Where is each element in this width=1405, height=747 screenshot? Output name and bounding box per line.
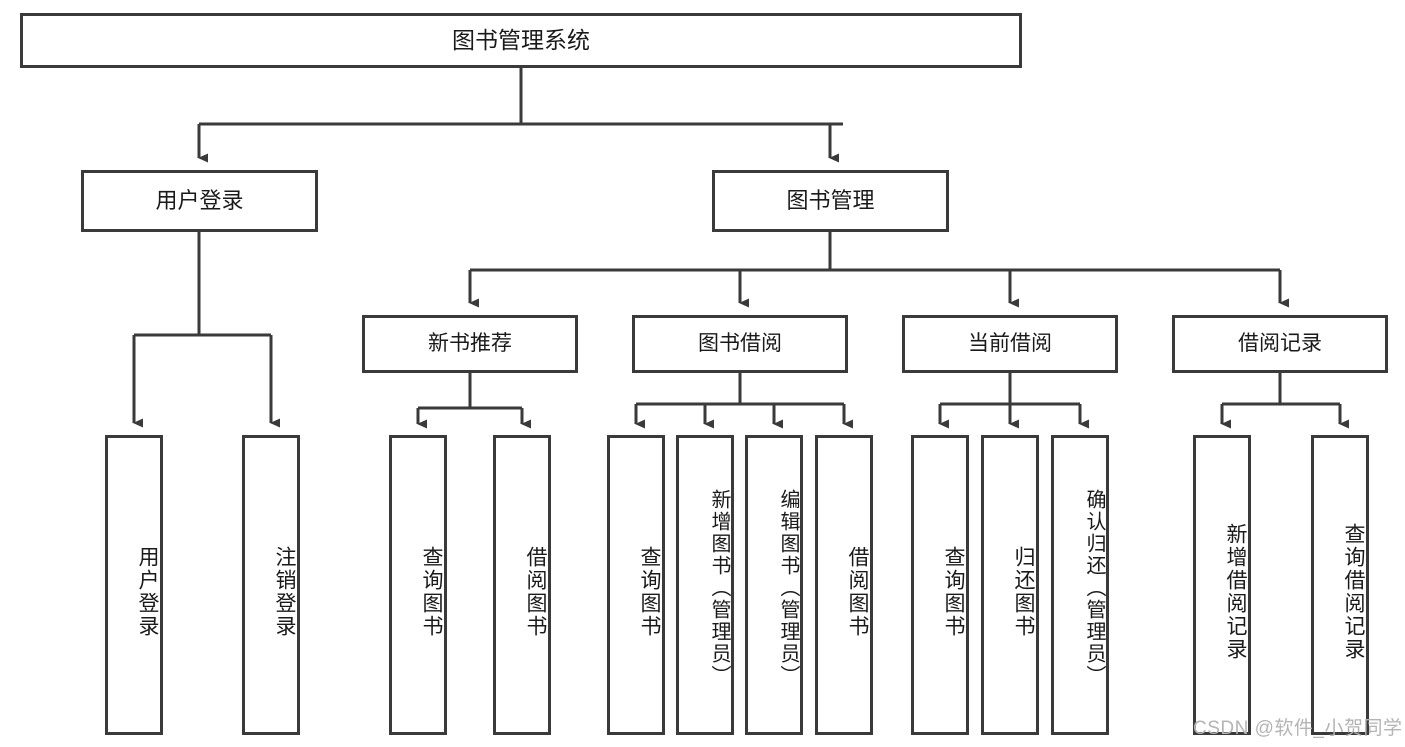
leaf-book-borrow-add[interactable]: 新增图书（管理员） [676, 435, 734, 735]
node-label: 查询图书 [420, 546, 443, 638]
node-book-borrow[interactable]: 图书借阅 [632, 315, 848, 373]
node-label: 当前借阅 [968, 331, 1052, 355]
node-label: 图书管理系统 [452, 27, 590, 54]
node-label: 确认归还（管理员） [1083, 489, 1105, 687]
leaf-current-borrow-return[interactable]: 归还图书 [981, 435, 1039, 735]
node-label: 编辑图书（管理员） [777, 489, 799, 687]
leaf-new-book-borrow[interactable]: 借阅图书 [493, 435, 551, 735]
node-label: 新书推荐 [428, 331, 512, 355]
leaf-current-borrow-confirm-return[interactable]: 确认归还（管理员） [1051, 435, 1109, 735]
node-label: 新增借阅记录 [1224, 523, 1247, 661]
node-label: 查询图书 [942, 546, 965, 638]
leaf-user-login-logout[interactable]: 注销登录 [242, 435, 300, 735]
leaf-new-book-query[interactable]: 查询图书 [389, 435, 447, 735]
leaf-current-borrow-query[interactable]: 查询图书 [911, 435, 969, 735]
node-new-book-recommend[interactable]: 新书推荐 [362, 315, 578, 373]
csdn-watermark: CSDN @软件_小贺同学 [1193, 718, 1403, 739]
node-label: 借阅图书 [846, 546, 869, 638]
leaf-borrow-record-query[interactable]: 查询借阅记录 [1311, 435, 1369, 735]
node-label: 查询借阅记录 [1342, 523, 1365, 661]
leaf-book-borrow-edit[interactable]: 编辑图书（管理员） [745, 435, 803, 735]
leaf-book-borrow-borrow[interactable]: 借阅图书 [815, 435, 873, 735]
node-label: 借阅记录 [1238, 331, 1322, 355]
node-label: 借阅图书 [524, 546, 547, 638]
leaf-borrow-record-add[interactable]: 新增借阅记录 [1193, 435, 1251, 735]
node-label: 查询图书 [638, 546, 661, 638]
node-borrow-record[interactable]: 借阅记录 [1172, 315, 1388, 373]
node-label: 归还图书 [1012, 546, 1035, 638]
node-label: 新增图书（管理员） [708, 489, 730, 687]
node-book-management[interactable]: 图书管理 [712, 170, 949, 232]
node-user-login[interactable]: 用户登录 [81, 170, 318, 232]
leaf-user-login-login[interactable]: 用户登录 [105, 435, 163, 735]
node-label: 图书借阅 [698, 331, 782, 355]
node-label: 用户登录 [155, 188, 244, 214]
node-label: 注销登录 [273, 546, 296, 638]
leaf-book-borrow-query[interactable]: 查询图书 [607, 435, 665, 735]
node-root-system[interactable]: 图书管理系统 [20, 13, 1022, 68]
node-current-borrow[interactable]: 当前借阅 [902, 315, 1118, 373]
node-label: 图书管理 [786, 188, 875, 214]
node-label: 用户登录 [136, 546, 159, 638]
